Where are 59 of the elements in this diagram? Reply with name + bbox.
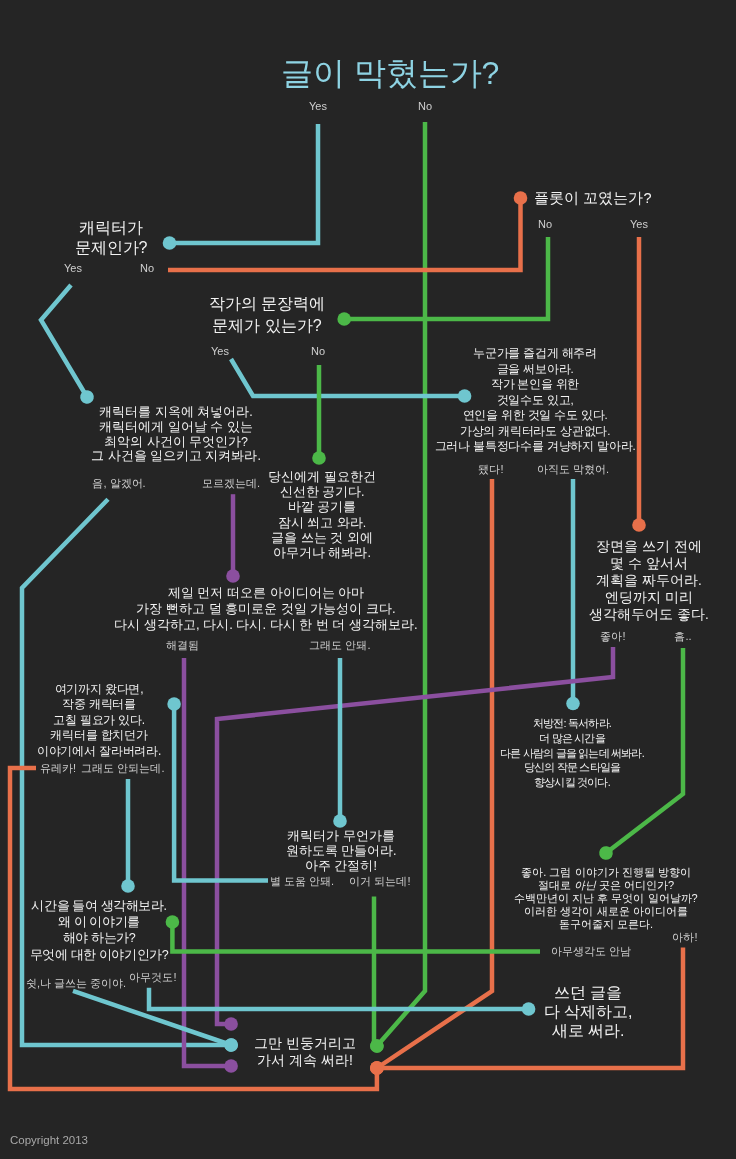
copyright-text: Copyright 2013: [10, 1134, 88, 1146]
connector-line: [226, 494, 240, 583]
edge-label: 아직도 막혔어.: [536, 462, 610, 476]
advice-text: 누군가를 즐겁게 해주려 글을 써보아라. 작가 본인을 위한 것일수도 있고, 연인을 위한 것일 수도 있다. 가상의 캐릭터라도 상관없다. 그러나 불특정다수를 겨냥하지 말아라.: [434, 346, 636, 455]
connector-line: [168, 191, 528, 273]
connector-line: [165, 915, 540, 954]
advice-text: 그만 빈둥거리고 가서 계속 써라!: [254, 1035, 356, 1069]
edge-label: 쉿,나 글쓰는 중이야.: [25, 976, 127, 990]
advice-text: 장면을 쓰기 전에 몇 수 앞서서 계획을 짜두어라. 엔딩까지 미리 생각해두어도 좋다.: [589, 538, 709, 623]
connector-line: [167, 697, 268, 883]
connector-line: [599, 648, 686, 860]
connector-line: [370, 896, 384, 1053]
edge-label: 됐다!: [478, 462, 504, 476]
edge-label: 이거 되는데!: [349, 874, 411, 888]
edge-label: 별 도움 안돼.: [269, 874, 335, 888]
edge-label: Yes: [309, 99, 327, 113]
edge-label: 해결됨: [165, 638, 199, 652]
advice-text: 처방전: 독서하라. 더 많은 시간을 다른 사람의 글을 읽는데 써봐라. 당신의 작문 스타일을 향상시킬 것이다.: [500, 716, 644, 790]
edge-label: 아무생각도 안남: [550, 944, 632, 958]
edge-label: 모르겠는데.: [201, 476, 261, 490]
connector-line: [337, 237, 551, 326]
advice-text: 시간을 들여 생각해보라. 왜 이 이야기를 해야 하는가? 무엇에 대한 이야기인가?: [29, 898, 169, 963]
title-question: 글이 막혔는가?: [280, 54, 500, 92]
edge-label: 흠..: [674, 629, 692, 643]
edge-label: 그래도 안되는데.: [81, 761, 165, 775]
edge-label: 음, 알겠어.: [92, 476, 146, 490]
connector-line: [370, 947, 686, 1075]
edge-label: 그래도 안돼.: [309, 638, 371, 652]
edge-label: No: [310, 344, 326, 358]
connector-line: [121, 779, 135, 893]
edge-label: Yes: [630, 217, 648, 231]
edge-label: 유레카!: [39, 761, 77, 775]
edge-label: 아무것도!: [129, 970, 177, 984]
edge-label: 아하!: [672, 930, 698, 944]
connector-line: [146, 987, 536, 1016]
edge-label: No: [417, 99, 433, 113]
connector-line: [229, 357, 472, 403]
connector-line: [312, 365, 326, 465]
advice-text: 제일 먼저 떠오른 아이디어는 아마 가장 뻔하고 덜 흥미로운 것일 가능성이 크다. 다시 생각하고, 다시. 다시. 다시 한 번 더 생각해보라.: [114, 585, 418, 633]
connector-line: [566, 479, 580, 711]
advice-text: 캐릭터를 지옥에 쳐넣어라. 캐릭터에게 일어날 수 있는 최악의 사건이 무엇인가? 그 사건을 일으키고 지켜봐라.: [91, 405, 261, 465]
connector-line: [632, 237, 646, 532]
connector-line: [38, 283, 94, 404]
advice-text: 좋아. 그럼 이야기가 진행될 방향이 절대로 아닌 곳은 어디인가? 수백만년이 지난 후 무엇이 일어날까? 이러한 생각이 새로운 아이디어를 돋구어줄지 모른다.: [514, 866, 698, 931]
edge-label: No: [537, 217, 553, 231]
advice-text: 캐릭터가 무언가를 원하도록 만들어라. 아주 간절히!: [285, 829, 397, 874]
connector-line: [181, 658, 238, 1073]
edge-label: No: [139, 261, 155, 275]
advice-text: 당신에게 필요한건 신선한 공기다. 바깥 공기를 잠시 쐬고 와라. 글을 쓰는 것 외에 아무거나 해봐라.: [268, 470, 376, 562]
advice-text: 여기까지 왔다면, 작중 캐릭터를 고칠 필요가 있다. 캐릭터를 합치던가 이야기에서 잘라버려라.: [36, 682, 162, 760]
question-text: 캐릭터가 문제인가?: [74, 218, 148, 258]
edge-label: Yes: [211, 344, 229, 358]
connector-line: [333, 658, 347, 828]
question-text: 작가의 문장력에 문제가 있는가?: [208, 293, 326, 337]
edge-label: Yes: [64, 261, 82, 275]
question-text: 플롯이 꼬였는가?: [534, 189, 652, 207]
connector-line: [72, 988, 238, 1052]
advice-text: 쓰던 글을 다 삭제하고, 새로 써라.: [543, 983, 633, 1040]
connector-line: [162, 124, 321, 250]
